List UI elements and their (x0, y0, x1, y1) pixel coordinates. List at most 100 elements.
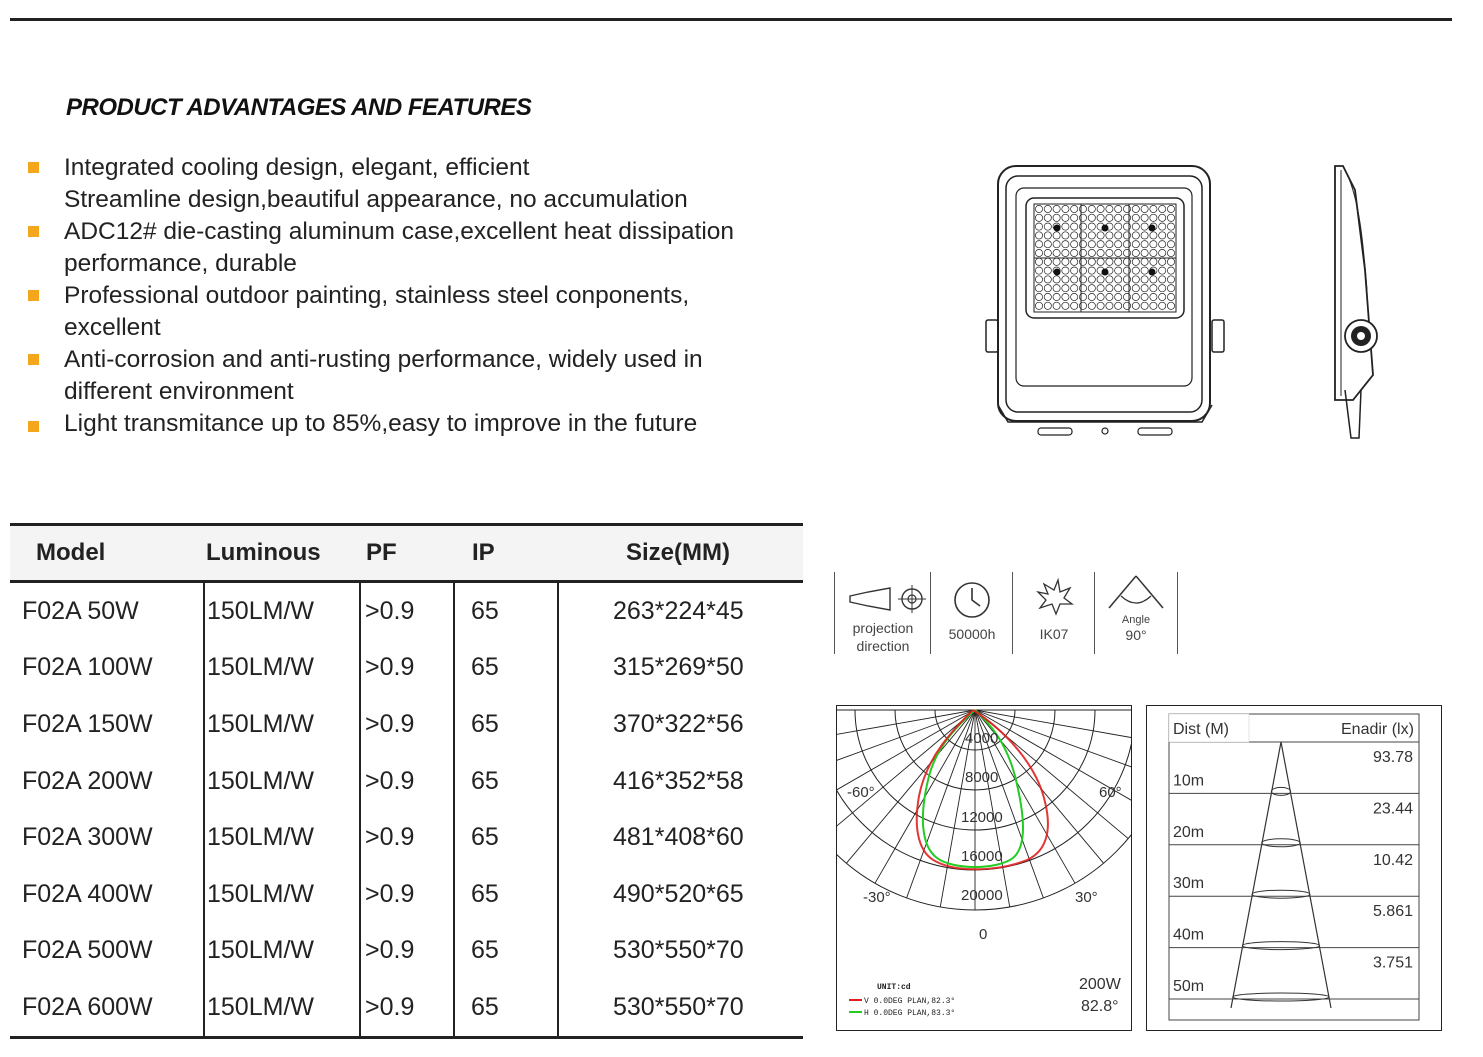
ring-label: 16000 (961, 848, 1003, 865)
polar-distribution-panel: 4000 8000 12000 16000 20000 -60° 60° -30… (774, 705, 1176, 1031)
projection-cell: projection direction (834, 572, 931, 654)
led-chip (1149, 249, 1158, 257)
led-chip (1070, 275, 1079, 284)
led-chip (1167, 249, 1175, 257)
led-chip (1105, 284, 1114, 293)
table-cell: 150LM/W (203, 809, 360, 866)
led-chip (1149, 205, 1158, 213)
led-chip (1158, 213, 1167, 222)
led-chip (1140, 205, 1149, 213)
led-chip (1167, 301, 1175, 310)
led-chip (1079, 240, 1087, 249)
led-chip (1079, 222, 1087, 231)
led-chip (1096, 213, 1105, 222)
led-chip (1114, 222, 1123, 231)
beam-ellipse (1241, 941, 1321, 951)
led-chip (1061, 293, 1070, 301)
led-chip (1087, 301, 1096, 310)
illuminance-value: 3.751 (1373, 955, 1413, 972)
led-chip (1123, 293, 1131, 301)
led-chip (1087, 222, 1096, 231)
led-chip (1167, 275, 1175, 284)
led-chip (1105, 231, 1114, 240)
led-chip (1131, 213, 1140, 222)
led-chip (1052, 240, 1061, 249)
illuminance-value: 23.44 (1373, 800, 1413, 817)
led-chip (1131, 284, 1140, 293)
led-chip (1167, 222, 1175, 231)
led-chip (1123, 222, 1131, 231)
led-chip (1035, 284, 1043, 293)
polar-radial (906, 709, 976, 899)
led-chip (1114, 240, 1123, 249)
led-chip (1114, 275, 1123, 284)
led-chip (1035, 275, 1043, 284)
led-chip (1140, 275, 1149, 284)
table-cell: 150LM/W (203, 639, 360, 697)
top-rule (10, 18, 1452, 21)
led-chip (1140, 249, 1149, 257)
lens-screw (1053, 268, 1061, 276)
led-chip (1035, 266, 1043, 275)
led-chip (1158, 301, 1167, 310)
table-cell: F02A 200W (22, 766, 153, 795)
table-cell: 150LM/W (203, 696, 360, 753)
section-title: PRODUCT ADVANTAGES AND FEATURES (66, 94, 532, 121)
led-chip (1131, 293, 1140, 301)
distance-label: 10m (1173, 772, 1204, 789)
features-list: Integrated cooling design, elegant, effi… (24, 152, 824, 440)
led-chip (1035, 213, 1043, 222)
table-cell: >0.9 (359, 922, 454, 980)
led-chip (1123, 284, 1131, 293)
table-cell: 65 (453, 581, 558, 640)
angle-label: 60° (1099, 784, 1122, 801)
table-cell: >0.9 (359, 696, 454, 753)
floodlight-front-drawing (985, 165, 1225, 436)
header-ip: IP (454, 523, 558, 583)
led-chip (1096, 205, 1105, 213)
header-model: Model (10, 523, 204, 583)
led-chip (1096, 231, 1105, 240)
led-chip (1035, 231, 1043, 240)
table-cell: 530*550*70 (557, 922, 803, 980)
led-chip (1167, 205, 1175, 213)
illuminance-value: 10.42 (1373, 852, 1413, 869)
table-cell: >0.9 (359, 979, 454, 1039)
led-chip (1114, 213, 1123, 222)
polar-radial (974, 709, 1076, 884)
table-cell: 65 (453, 979, 558, 1039)
led-chip (1140, 213, 1149, 222)
led-chip (1043, 205, 1052, 213)
led-chip (1167, 240, 1175, 249)
table-cell: 150LM/W (203, 581, 360, 640)
led-chip (1070, 301, 1079, 310)
table-cell: 150LM/W (203, 979, 360, 1039)
beam-ellipse (1270, 786, 1292, 796)
led-chip (1061, 240, 1070, 249)
feature-line: performance, durable (64, 250, 297, 277)
led-chip (1140, 301, 1149, 310)
feature-item: Light transmitance up to 85%,easy to imp… (24, 408, 824, 440)
floodlight-side-drawing (1334, 165, 1378, 439)
table-cell: F02A 600W (10, 979, 204, 1039)
lifetime-cell: 50000h (930, 572, 1013, 654)
led-chip (1043, 231, 1052, 240)
led-chip (1043, 284, 1052, 293)
polar-distribution-chart: 4000 8000 12000 16000 20000 -60° 60° -30… (774, 709, 1176, 1018)
feature-item: Anti-corrosion and anti-rusting performa… (24, 344, 824, 408)
table-cell: 490*520*65 (557, 865, 803, 923)
ring-label: 4000 (965, 730, 998, 747)
led-chip (1158, 249, 1167, 257)
led-chip (1061, 266, 1070, 275)
table-cell: 65 (453, 639, 558, 697)
ring-label: 12000 (961, 809, 1003, 826)
led-chip (1061, 213, 1070, 222)
beam-angle-cell: Angle 90° (1094, 572, 1178, 654)
table-cell: F02A 150W (22, 709, 153, 738)
header-size: Size(MM) (558, 523, 803, 583)
led-chip (1070, 266, 1079, 275)
beam-ellipse (1261, 838, 1301, 848)
led-chip (1105, 240, 1114, 249)
